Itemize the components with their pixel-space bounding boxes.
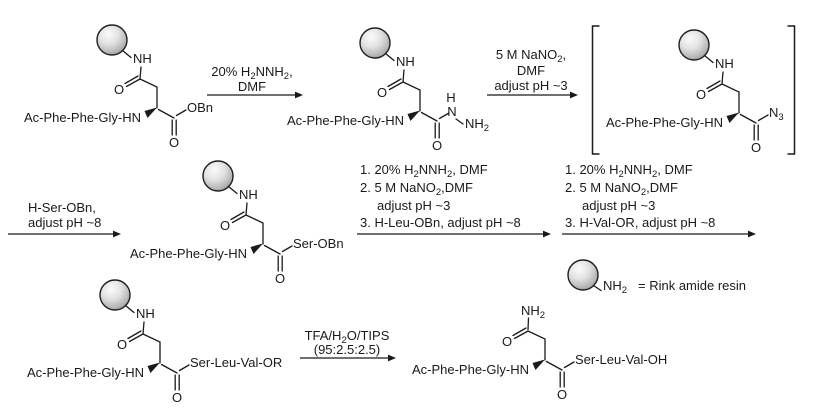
- amide-nh-label: NH: [396, 54, 415, 69]
- legend-definition: = Rink amide resin: [638, 278, 746, 293]
- legend-nh2-label: NH2: [603, 278, 627, 296]
- structure-resin-acyl-azide: NH O O Ac-Phe-Phe-Gly-HN N3: [606, 29, 784, 155]
- reagent-text: 1. 20% H2NNH2, DMF: [565, 162, 693, 180]
- stereo-wedge-bond: [250, 243, 263, 254]
- carbonyl-o-label: O: [169, 135, 179, 150]
- reagent-text: DMF: [517, 63, 545, 78]
- resin-bead-icon: [96, 24, 128, 56]
- stereo-wedge-bond: [144, 107, 157, 118]
- peptide-chain-label: Ac-Phe-Phe-Gly-HN: [27, 365, 144, 380]
- carbonyl-o-label: O: [432, 138, 442, 153]
- amide-nh-label: NH: [133, 51, 152, 66]
- reagent-text: 3. H-Leu-OBn, adjust pH ~8: [360, 215, 521, 230]
- peptide-chain-label: Ac-Phe-Phe-Gly-HN: [287, 113, 404, 128]
- arrowhead-icon: [570, 91, 578, 99]
- right-bracket: [787, 25, 796, 155]
- structure-resin-asp-ser-obn: NH O O Ac-Phe-Phe-Gly-HN Ser-OBn: [130, 160, 344, 286]
- reagent-text: 20% H2NNH2,: [211, 64, 292, 82]
- structure-resin-asp-ser-leu-val-or: NH O O Ac-Phe-Phe-Gly-HN Ser-Leu-Val-OR: [27, 279, 282, 405]
- arrow-hydrazinolysis-1: 20% H2NNH2, DMF: [207, 64, 303, 99]
- resin-bead-icon: [567, 259, 599, 291]
- hydrazide-n-label: N: [447, 104, 456, 119]
- arrowhead-icon: [295, 91, 303, 99]
- structure-final-product: NH2 O O Ac-Phe-Phe-Gly-HN Ser-Leu-Val-OH: [412, 303, 667, 402]
- arrowhead-icon: [543, 230, 551, 238]
- arrow-tfa-cleavage: TFA/H2O/TIPS (95:2.5:2.5): [300, 328, 396, 362]
- bond-skeleton: [124, 304, 190, 391]
- ser-leu-val-oh-label: Ser-Leu-Val-OH: [575, 352, 667, 367]
- arrow-leu-cycle: 1. 20% H2NNH2, DMF 2. 5 M NaNO2,DMF adju…: [357, 162, 551, 238]
- resin-bead-icon: [359, 27, 391, 59]
- carbonyl-o-label: O: [377, 85, 387, 100]
- carbonyl-o-label: O: [557, 387, 567, 402]
- reagent-text: H-Ser-OBn,: [28, 200, 96, 215]
- reagent-text: 3. H-Val-OR, adjust pH ~8: [565, 215, 715, 230]
- reagent-text: DMF: [238, 79, 266, 94]
- reagent-text: adjust pH ~8: [28, 215, 101, 230]
- carbonyl-o-label: O: [117, 337, 127, 352]
- reagent-text: adjust pH ~3: [494, 78, 567, 93]
- stereo-wedge-bond: [147, 362, 160, 373]
- reagent-text: 2. 5 M NaNO2,DMF: [360, 180, 473, 198]
- reagent-text: adjust pH ~3: [582, 198, 655, 213]
- reagent-text: TFA/H2O/TIPS: [305, 328, 390, 346]
- amide-nh-label: NH: [239, 187, 258, 202]
- bond-skeleton: [384, 52, 450, 139]
- structure-resin-asp-hydrazide: NH O O Ac-Phe-Phe-Gly-HN H N NH2: [287, 27, 489, 153]
- peptide-chain-label: Ac-Phe-Phe-Gly-HN: [606, 115, 723, 130]
- arrowhead-icon: [748, 230, 756, 238]
- legend-rink-amide-resin: NH2 = Rink amide resin: [567, 259, 746, 296]
- stereo-wedge-bond: [407, 110, 420, 121]
- arrowhead-icon: [388, 354, 396, 362]
- bond-skeleton: [227, 185, 293, 272]
- carbonyl-o-label: O: [696, 87, 706, 102]
- bond-skeleton: [121, 49, 187, 136]
- amide-nh-label: NH: [715, 56, 734, 71]
- reagent-text: 5 M NaNO2,: [496, 47, 566, 65]
- bond-skeleton: [512, 317, 575, 388]
- primary-amide-nh2-label: NH2: [521, 303, 545, 321]
- reagent-text: adjust pH ~3: [377, 198, 450, 213]
- peptide-chain-label: Ac-Phe-Phe-Gly-HN: [130, 246, 247, 261]
- stereo-wedge-bond: [726, 112, 739, 123]
- structure-resin-asp-obn: NH O O Ac-Phe-Phe-Gly-HN OBn: [24, 24, 213, 150]
- azide-n3-label: N3: [769, 105, 784, 123]
- arrow-diazotization-1: 5 M NaNO2, DMF adjust pH ~3: [487, 47, 578, 99]
- resin-bead-icon: [678, 29, 710, 61]
- arrow-ser-coupling: H-Ser-OBn, adjust pH ~8: [8, 200, 121, 238]
- carbonyl-o-label: O: [220, 218, 230, 233]
- hydrazide-bond: [455, 118, 464, 125]
- reagent-text: 2. 5 M NaNO2,DMF: [565, 180, 678, 198]
- carbonyl-o-label: O: [751, 140, 761, 155]
- carbonyl-o-label: O: [502, 334, 512, 349]
- left-bracket: [591, 25, 600, 155]
- reagent-text: 1. 20% H2NNH2, DMF: [360, 162, 488, 180]
- stereo-wedge-bond: [532, 359, 545, 370]
- legend-bond: [592, 284, 602, 292]
- benzyl-ester-label: OBn: [187, 100, 213, 115]
- resin-bead-icon: [99, 279, 131, 311]
- amide-nh-label: NH: [136, 306, 155, 321]
- arrowhead-icon: [113, 230, 121, 238]
- resin-bead-icon: [202, 160, 234, 192]
- arrow-val-cycle: 1. 20% H2NNH2, DMF 2. 5 M NaNO2,DMF adju…: [562, 162, 756, 238]
- ser-obn-label: Ser-OBn: [293, 236, 344, 251]
- peptide-chain-label: Ac-Phe-Phe-Gly-HN: [412, 362, 529, 377]
- ser-leu-val-or-label: Ser-Leu-Val-OR: [190, 355, 282, 370]
- carbonyl-o-label: O: [275, 271, 285, 286]
- hydrazide-nh2-label: NH2: [465, 116, 489, 134]
- bond-skeleton: [703, 54, 769, 141]
- carbonyl-o-label: O: [114, 82, 124, 97]
- carbonyl-o-label: O: [172, 390, 182, 405]
- hydrazide-h-label: H: [446, 90, 455, 105]
- reagent-text: (95:2.5:2.5): [314, 342, 381, 357]
- peptide-chain-label: Ac-Phe-Phe-Gly-HN: [24, 110, 141, 125]
